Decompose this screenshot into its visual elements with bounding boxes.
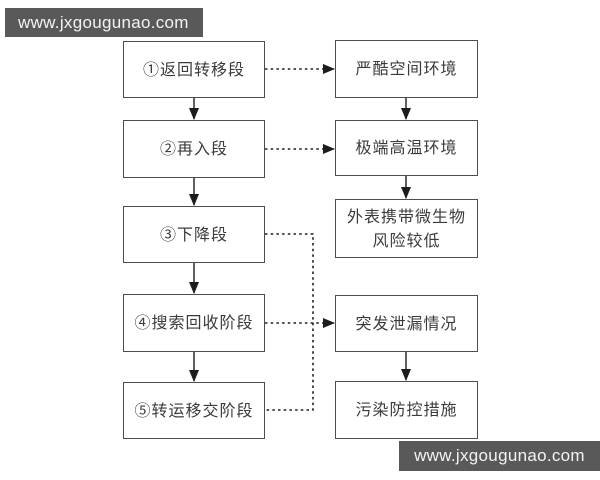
- flow-box-label: ①返回转移段: [142, 59, 245, 79]
- watermark-bottom-text: www.jxgougunao.com: [414, 446, 585, 465]
- flow-box-label: 严酷空间环境: [355, 59, 458, 79]
- flow-box-search-recovery-phase: ④搜索回收阶段: [123, 294, 265, 352]
- flow-box-harsh-space-environment: 严酷空间环境: [335, 40, 478, 98]
- flow-box-pollution-control-measures: 污染防控措施: [335, 381, 478, 439]
- flow-box-sudden-leak-situation: 突发泄漏情况: [335, 295, 478, 352]
- flow-box-extreme-heat-environment: 极端高温环境: [335, 120, 478, 176]
- dashed-elbow-phase3-phase5: [265, 233, 314, 411]
- flow-box-descent-phase: ③下降段: [123, 206, 265, 263]
- flow-box-label: 污染防控措施: [355, 400, 458, 420]
- flow-box-label: 极端高温环境: [355, 138, 458, 158]
- watermark-top: www.jxgougunao.com: [5, 8, 203, 37]
- flow-box-label: ④搜索回收阶段: [134, 313, 254, 333]
- flow-box-label: 突发泄漏情况: [355, 313, 458, 333]
- flow-box-reentry-phase: ②再入段: [123, 120, 265, 178]
- flow-box-microbe-risk-low: 外表携带微生物 风险较低: [335, 199, 478, 258]
- watermark-top-text: www.jxgougunao.com: [18, 12, 189, 32]
- flow-box-label: ⑤转运移交阶段: [134, 400, 254, 420]
- flow-box-transport-handover-phase: ⑤转运移交阶段: [123, 382, 265, 439]
- flow-box-label: ②再入段: [159, 139, 228, 159]
- flow-box-label: 外表携带微生物 风险较低: [346, 207, 466, 250]
- flow-box-label: ③下降段: [159, 224, 228, 244]
- watermark-bottom: www.jxgougunao.com: [399, 441, 600, 471]
- flow-box-return-transfer-phase: ①返回转移段: [123, 41, 265, 98]
